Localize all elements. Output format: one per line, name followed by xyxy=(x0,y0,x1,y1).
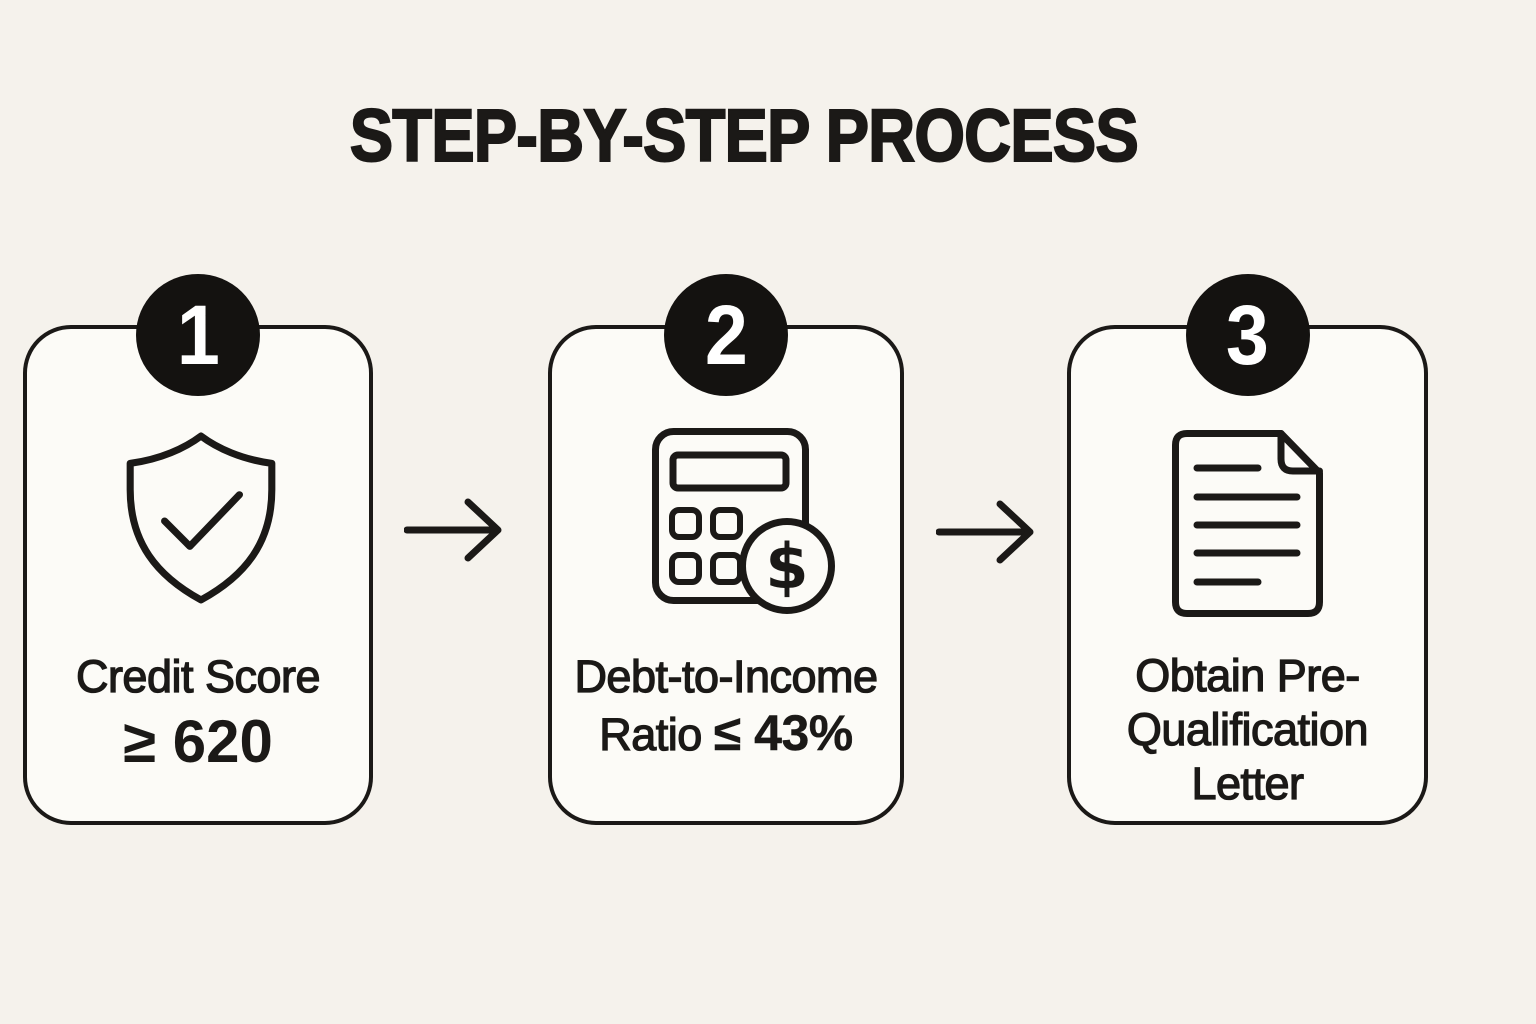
step-3-label-line2: Qualification xyxy=(1126,703,1369,755)
step-2-label-line2-regular: Ratio xyxy=(599,708,714,760)
step-1-number: 1 xyxy=(176,288,220,382)
shield-check-icon xyxy=(126,432,276,604)
step-card-2: 2 $ Debt-to-Income Ratio ≤ 43% xyxy=(548,274,904,825)
page-title: STEP-BY-STEP PROCESS xyxy=(0,94,1512,177)
step-2-label-line1: Debt-to-Income xyxy=(574,650,879,702)
step-3-label-line3: Letter xyxy=(1191,757,1305,809)
step-3-number: 3 xyxy=(1226,288,1269,382)
step-2-label: Debt-to-Income Ratio ≤ 43% xyxy=(552,649,900,763)
step-2-number: 2 xyxy=(704,288,748,382)
step-3-badge: 3 xyxy=(1185,274,1310,396)
step-card-1: 1 Credit Score ≥ 620 xyxy=(23,274,373,825)
dollar-coin-icon xyxy=(739,518,835,614)
step-1-badge: 1 xyxy=(136,274,260,396)
calculator-dollar-icon: $ xyxy=(652,428,835,614)
arrow-right-icon xyxy=(936,500,1034,564)
step-1-label-line1: Credit Score xyxy=(75,650,321,702)
step-2-badge: 2 xyxy=(664,274,788,396)
step-card-3: 3 Obtain Pre- Qualification Letter xyxy=(1067,274,1428,825)
step-2-label-line2: Ratio ≤ 43% xyxy=(552,705,900,763)
arrow-right-icon xyxy=(404,498,502,562)
document-lines-icon xyxy=(1172,430,1323,617)
step-1-label-line2: ≥ 620 xyxy=(123,708,273,775)
page-title-text: STEP-BY-STEP PROCESS xyxy=(349,94,1140,177)
step-3-label: Obtain Pre- Qualification Letter xyxy=(1071,649,1424,811)
step-2-label-line2-bold: ≤ 43% xyxy=(713,705,854,761)
step-3-label-line1: Obtain Pre- xyxy=(1135,649,1361,701)
dollar-symbol: $ xyxy=(765,530,808,603)
step-1-label: Credit Score ≥ 620 xyxy=(27,649,369,775)
